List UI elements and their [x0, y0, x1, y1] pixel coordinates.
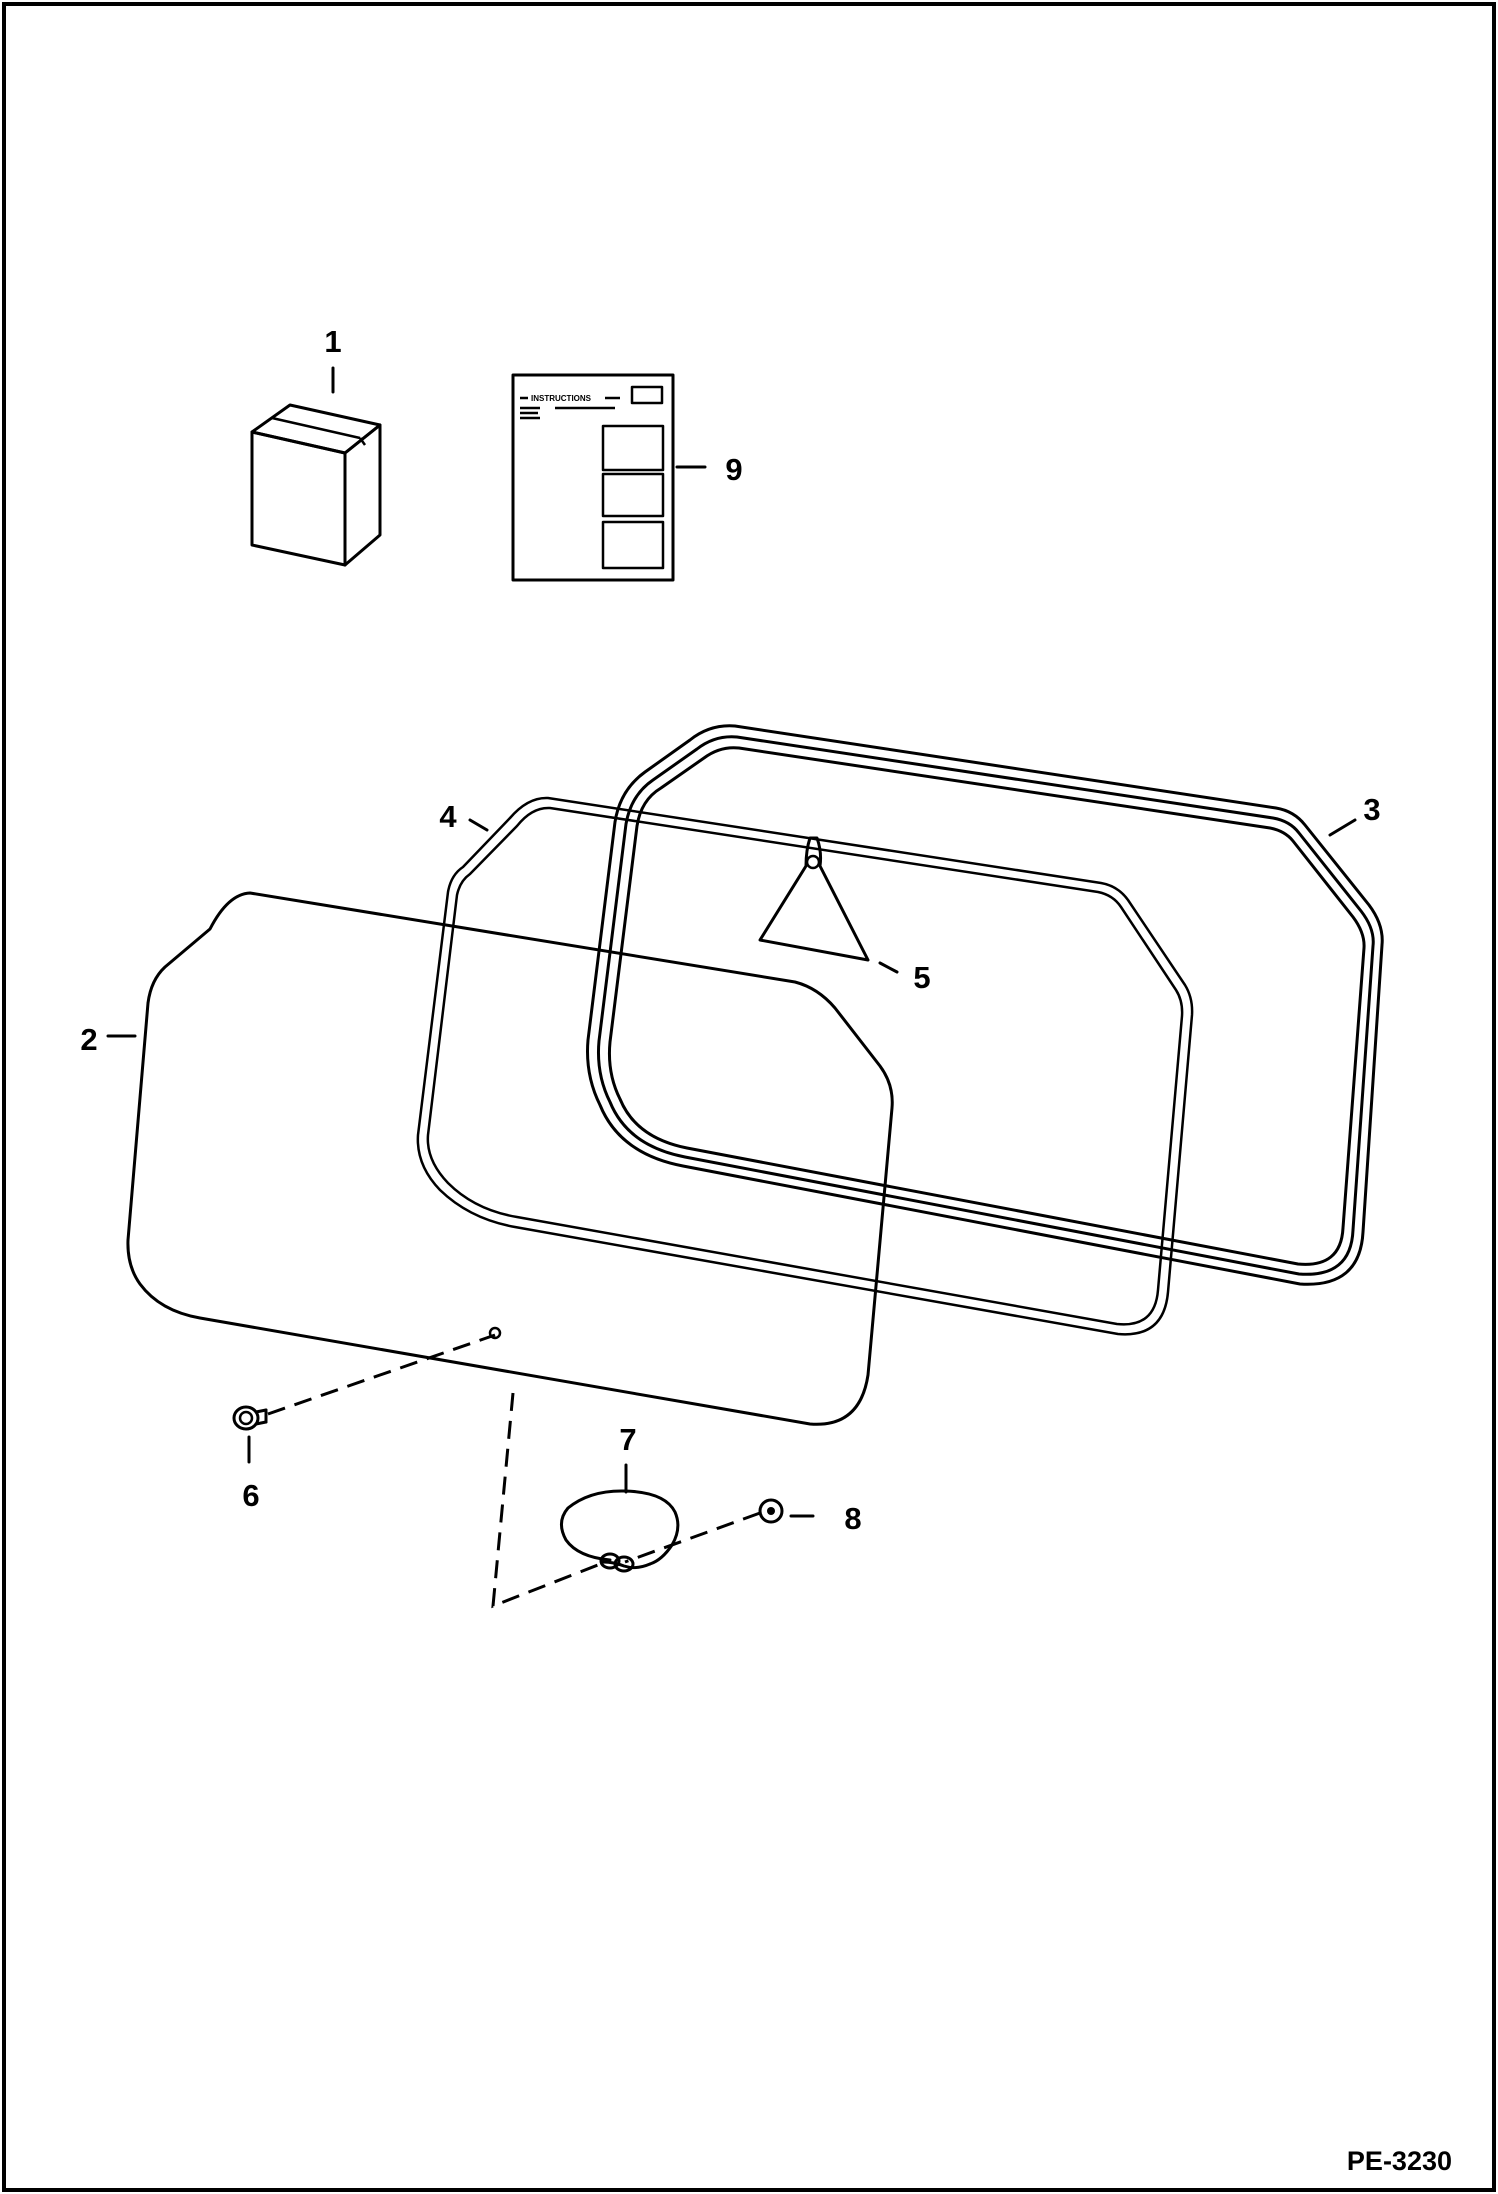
- assembly-line-lanyard: [491, 1392, 604, 1609]
- leader-5: [878, 961, 899, 974]
- part-nut: [758, 1498, 784, 1524]
- assembly-line-bolt: [267, 1333, 496, 1416]
- callout-8: 8: [844, 1501, 861, 1536]
- part-gasket: [416, 796, 1194, 1336]
- part-instruction-sheet: INSTRUCTIONS: [511, 373, 675, 582]
- leader-4: [468, 818, 489, 832]
- part-pull-tab: [758, 836, 870, 962]
- callout-2: 2: [80, 1022, 97, 1057]
- instruction-sheet-heading: INSTRUCTIONS: [531, 394, 592, 403]
- callout-4: 4: [439, 799, 457, 834]
- part-bolt: [232, 1405, 268, 1431]
- callout-6: 6: [242, 1478, 259, 1513]
- callout-5: 5: [913, 960, 930, 995]
- callout-9: 9: [725, 452, 742, 487]
- part-window-seal: [586, 724, 1384, 1286]
- part-glass-panel: [126, 891, 894, 1426]
- part-box: [250, 403, 382, 567]
- assembly-line-nut: [624, 1511, 761, 1564]
- part-lanyard: [560, 1489, 680, 1573]
- callout-7: 7: [619, 1422, 636, 1457]
- callout-1: 1: [324, 324, 341, 359]
- callout-3: 3: [1363, 792, 1380, 827]
- leader-3: [1328, 818, 1357, 837]
- figure-code: PE-3230: [1347, 2146, 1452, 2176]
